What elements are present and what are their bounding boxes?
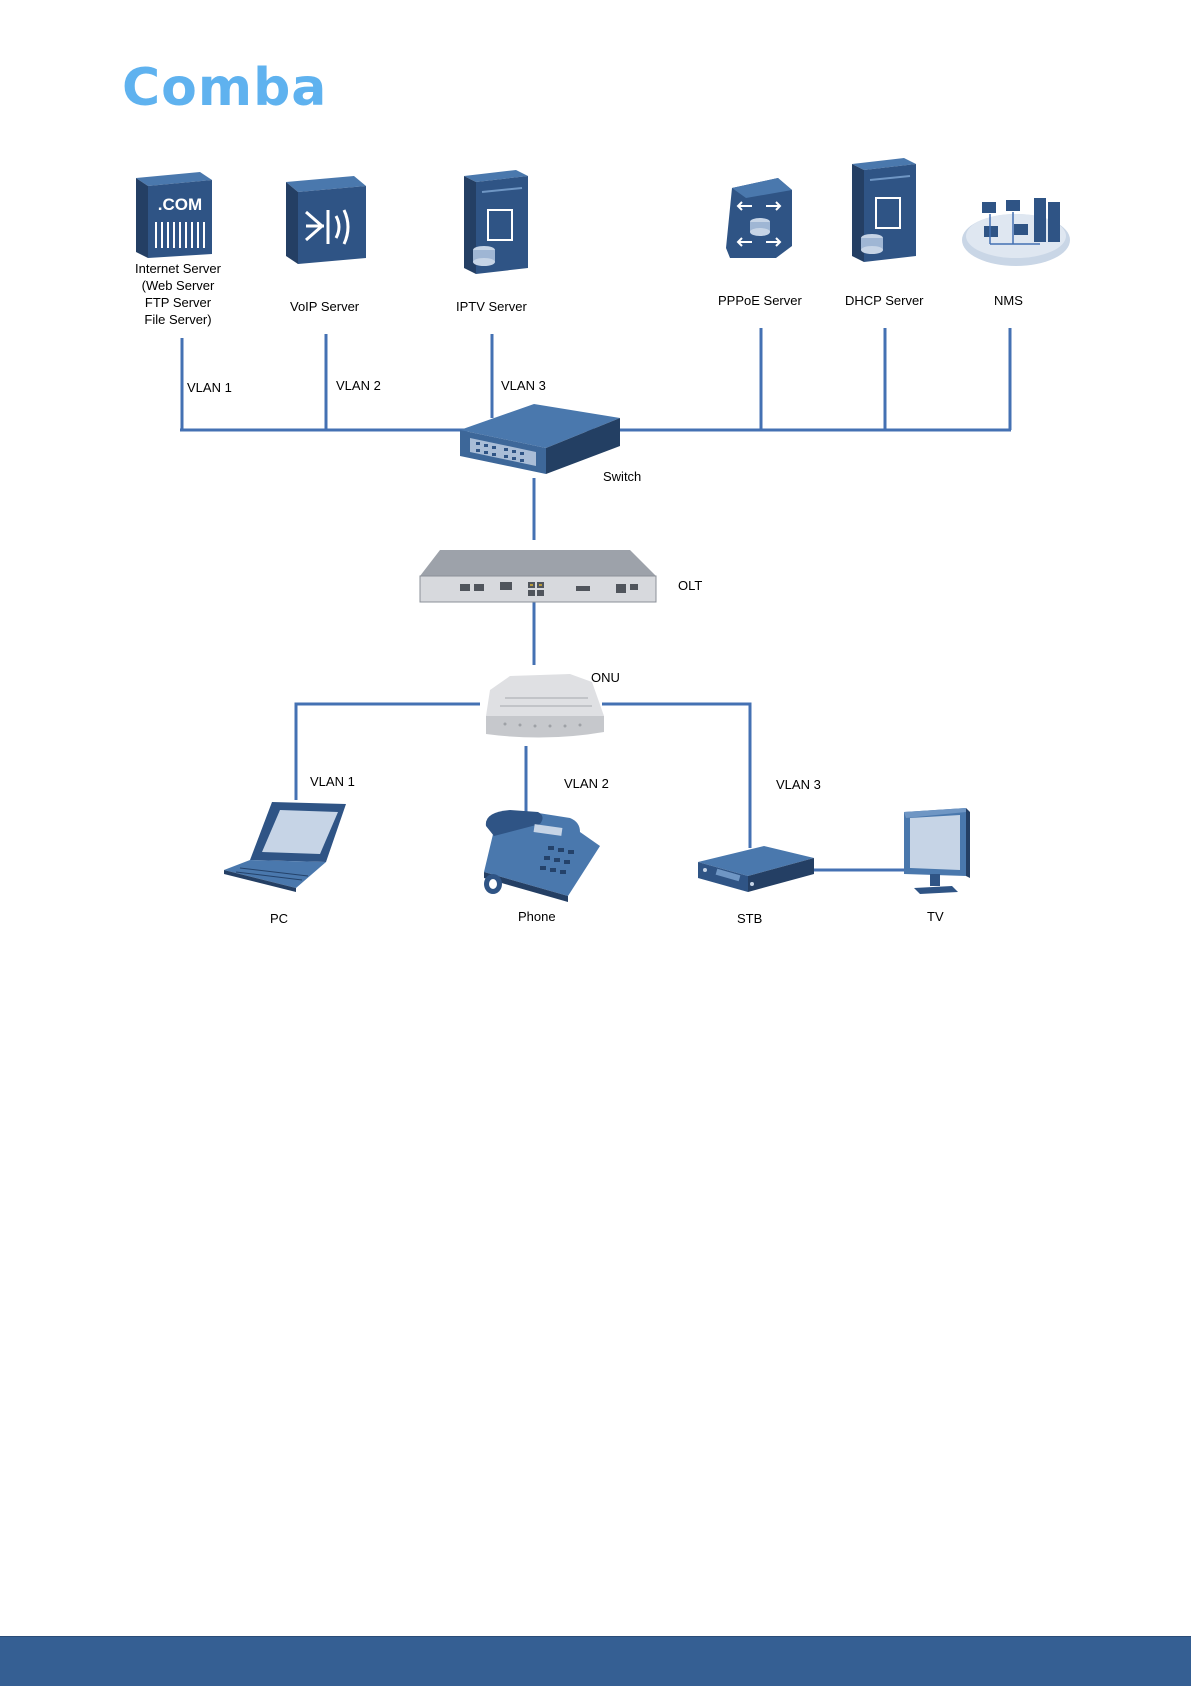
- iptv-server-icon: [464, 170, 528, 274]
- pppoe-server-icon: [726, 178, 792, 258]
- set-top-box-icon: [698, 846, 814, 892]
- internet-server-label-line: (Web Server: [126, 277, 230, 294]
- internet-server-icon: .COM: [136, 172, 212, 258]
- dhcp-server-icon: [852, 158, 916, 262]
- vlan-label-lower-3: VLAN 3: [776, 777, 821, 792]
- phone-label: Phone: [518, 909, 556, 924]
- olt-icon: [420, 550, 656, 602]
- dhcp-server-label: DHCP Server: [845, 293, 924, 308]
- internet-server-label-line: Internet Server: [126, 260, 230, 277]
- vlan-label-upper-1: VLAN 1: [187, 380, 232, 395]
- internet-server-label-line: FTP Server: [126, 294, 230, 311]
- internet-server-label: Internet Server (Web Server FTP Server F…: [126, 260, 230, 328]
- stb-label: STB: [737, 911, 762, 926]
- pppoe-server-label: PPPoE Server: [718, 293, 802, 308]
- switch-label: Switch: [603, 469, 641, 484]
- internet-server-label-line: File Server): [126, 311, 230, 328]
- voip-server-label: VoIP Server: [290, 299, 359, 314]
- laptop-icon: [224, 802, 346, 892]
- vlan-label-upper-3: VLAN 3: [501, 378, 546, 393]
- svg-text:.COM: .COM: [158, 195, 202, 214]
- vlan-label-lower-2: VLAN 2: [564, 776, 609, 791]
- iptv-server-label: IPTV Server: [456, 299, 527, 314]
- vlan-label-upper-2: VLAN 2: [336, 378, 381, 393]
- tv-icon: [904, 808, 970, 894]
- line-onu-stb: [602, 704, 750, 848]
- onu-icon: [486, 674, 604, 738]
- pc-label: PC: [270, 911, 288, 926]
- page-footer-bar: [0, 1636, 1191, 1686]
- onu-label: ONU: [591, 670, 620, 685]
- switch-icon: [460, 404, 620, 474]
- tv-label: TV: [927, 909, 944, 924]
- phone-icon: [484, 810, 600, 902]
- nms-label: NMS: [994, 293, 1023, 308]
- vlan-label-lower-1: VLAN 1: [310, 774, 355, 789]
- nms-icon: [962, 198, 1070, 266]
- olt-label: OLT: [678, 578, 702, 593]
- voip-server-icon: [286, 176, 366, 264]
